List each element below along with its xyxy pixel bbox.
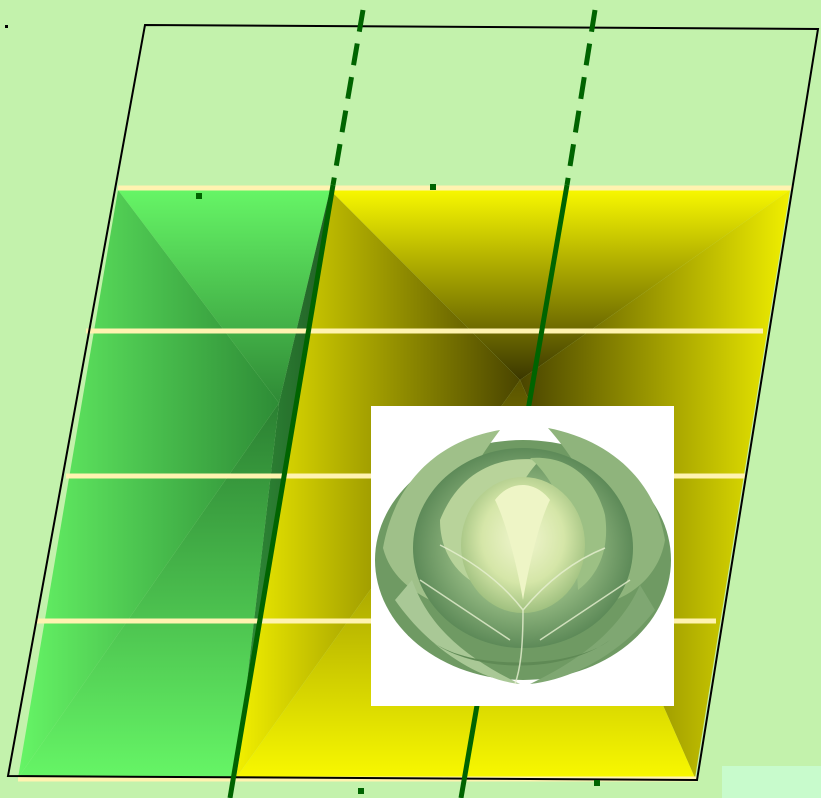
cabbage-image <box>371 406 674 706</box>
corner-dot <box>5 25 8 28</box>
